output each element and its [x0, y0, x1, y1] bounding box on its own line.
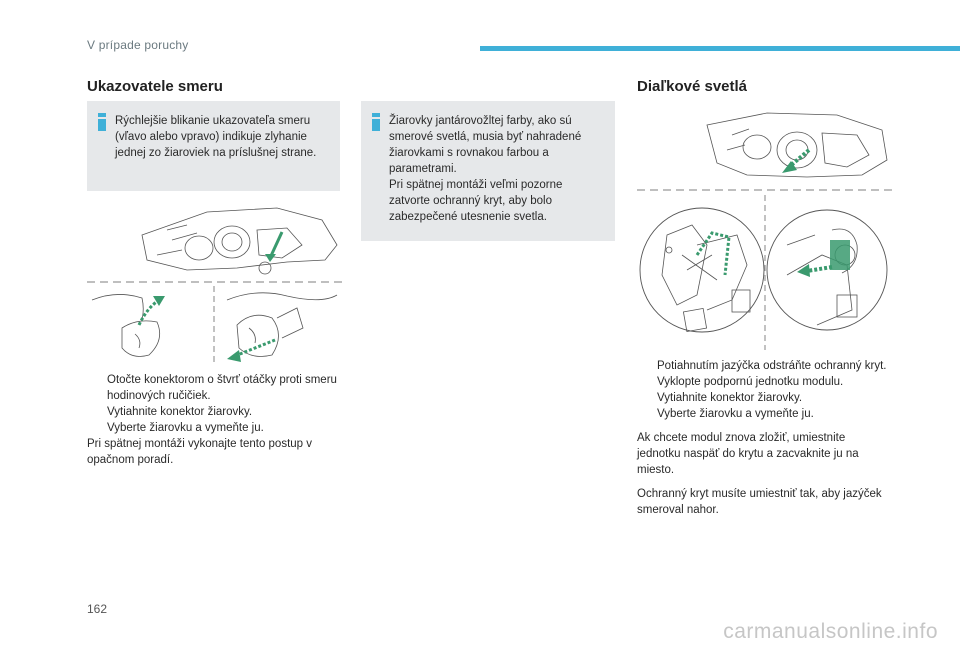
cover-paragraph: Ochranný kryt musíte umiestniť tak, aby …	[637, 488, 882, 516]
watermark: carmanualsonline.info	[723, 620, 938, 643]
step-item: Vyklopte podpornú jednotku modulu.	[657, 376, 844, 388]
turn-signal-bulb-illustration	[87, 207, 342, 365]
reassembly-paragraph: Ak chcete modul znova zložiť, umiestnite…	[637, 432, 859, 476]
reassembly-note: Pri spätnej montáži vykonajte tento post…	[87, 438, 313, 466]
step-item: Potiahnutím jazýčka odstráňte ochranný k…	[657, 360, 887, 372]
info-text: Rýchlejšie blikanie ukazovateľa smeru (v…	[115, 115, 317, 159]
section-title-turn-signals: Ukazovatele smeru	[87, 78, 223, 95]
info-text: Pri spätnej montáži veľmi pozorne zatvor…	[389, 179, 563, 223]
step-item: Otočte konektorom o štvrť otáčky proti s…	[107, 374, 337, 402]
step-item: Vytiahnite konektor žiarovky.	[657, 392, 803, 404]
running-header: V prípade poruchy	[87, 38, 189, 52]
page-number: 162	[87, 602, 108, 616]
step-item: Vytiahnite konektor žiarovky.	[107, 406, 253, 418]
turn-signal-instructions: Otočte konektorom o štvrť otáčky proti s…	[87, 372, 347, 468]
step-item: Vyberte žiarovku a vymeňte ju.	[107, 422, 264, 434]
info-icon	[372, 113, 380, 131]
info-box-amber-bulbs: Žiarovky jantárovožltej farby, ako sú sm…	[361, 101, 615, 241]
section-title-high-beams: Diaľkové svetlá	[637, 78, 748, 95]
high-beam-bulb-illustration	[637, 112, 892, 350]
info-icon	[98, 113, 106, 131]
step-item: Vyberte žiarovku a vymeňte ju.	[657, 408, 814, 420]
high-beam-instructions: Potiahnutím jazýčka odstráňte ochranný k…	[637, 358, 887, 518]
header-accent-bar	[480, 46, 960, 51]
info-box-turn-signals: Rýchlejšie blikanie ukazovateľa smeru (v…	[87, 101, 340, 191]
info-text: Žiarovky jantárovožltej farby, ako sú sm…	[389, 115, 582, 175]
